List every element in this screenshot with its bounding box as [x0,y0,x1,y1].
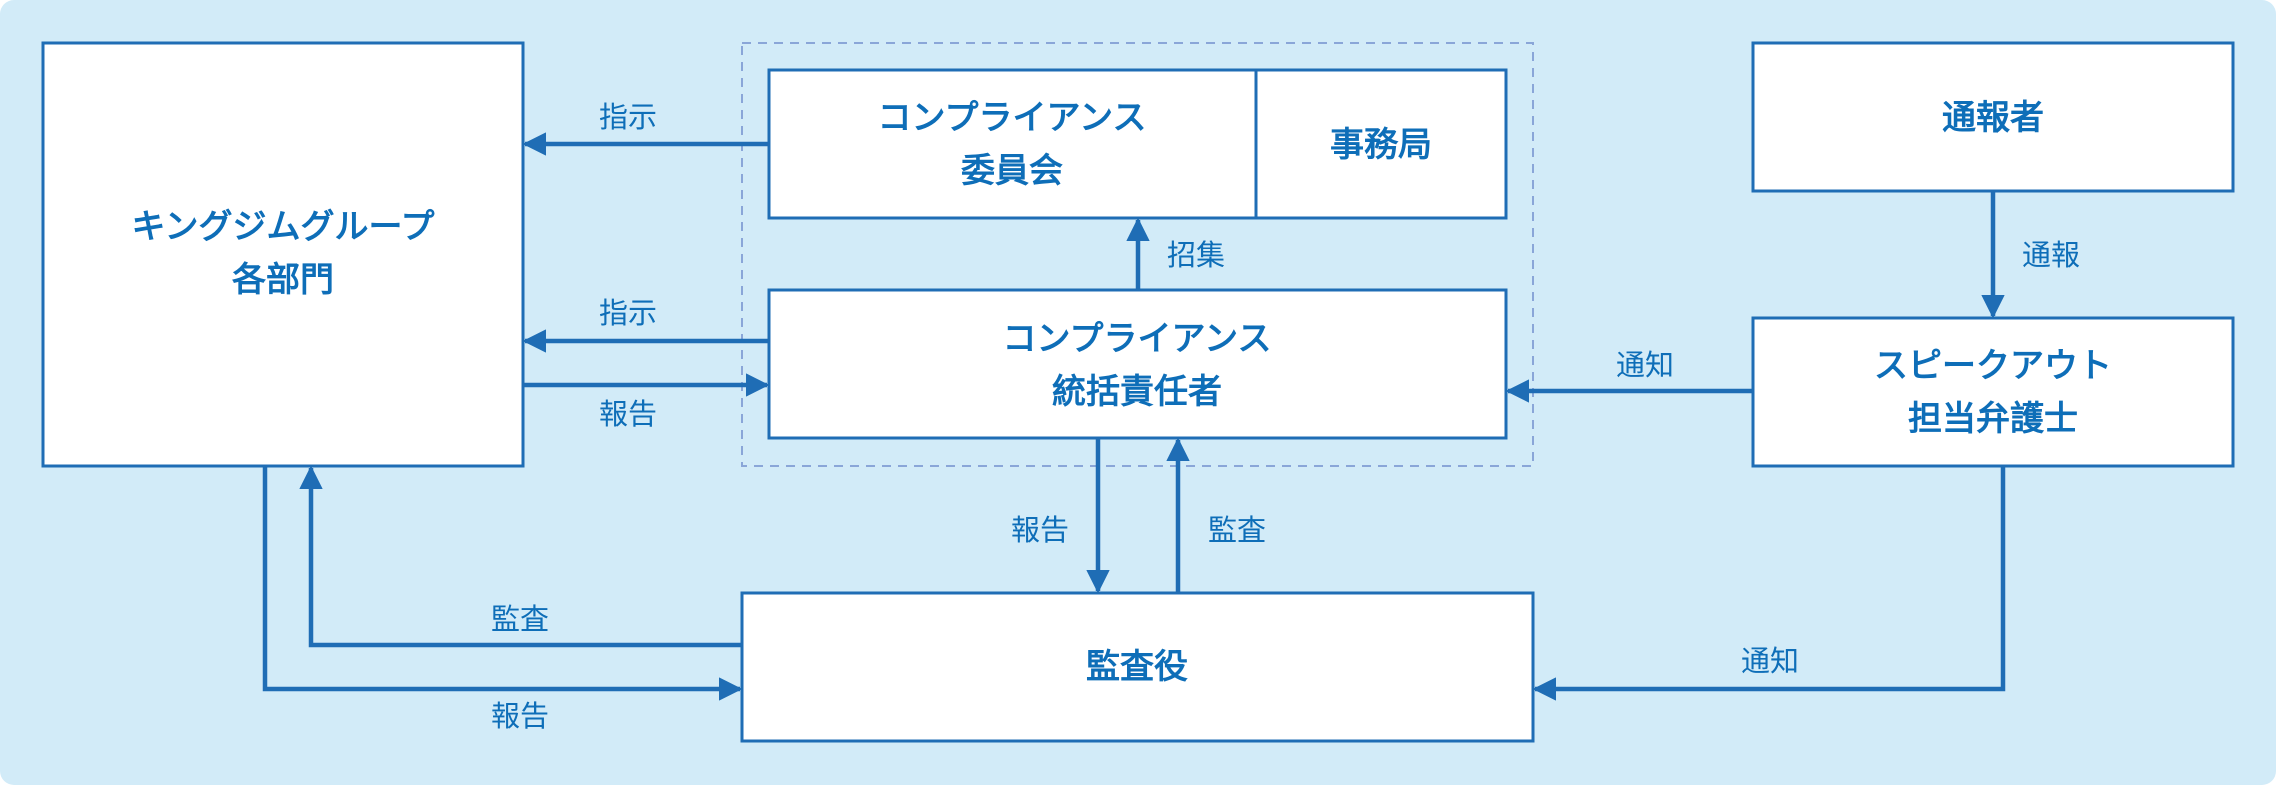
edge-label-committee-to-group: 指示 [599,100,657,134]
edge-label-group-to-auditor: 報告 [491,699,549,733]
secretariat-box: 事務局 [1254,68,1508,220]
arrow-group-to-auditor [262,466,743,701]
compliance-committee-label-line1: コンプライアンス [878,98,1147,138]
arrow-auditor-to-group [299,465,742,648]
edge-label-whistleblower-to-lawyer: 通報 [2022,238,2080,272]
kingjim-group-box-frame [41,41,525,468]
auditor-label: 監査役 [1086,647,1188,687]
edge-label-officer-to-group: 指示 [599,296,657,330]
edge-label-group-to-officer: 報告 [599,397,657,431]
secretariat-box-frame [1254,68,1508,220]
compliance-committee-box: コンプライアンス 委員会 [767,68,1258,220]
kingjim-group-label-line2: 各部門 [232,260,334,300]
arrows [262,132,2006,701]
auditor-box: 監査役 [740,591,1535,743]
compliance-officer-box: コンプライアンス 統括責任者 [767,288,1508,440]
edge-label-lawyer-to-auditor: 通知 [1741,644,1799,678]
compliance-group-dashed-frame [741,42,1534,467]
compliance-officer-label-line2: 統括責任者 [1052,372,1222,412]
compliance-committee-label-line2: 委員会 [961,151,1063,191]
compliance-officer-label-line1: コンプライアンス [1003,319,1272,359]
edge-label-lawyer-to-officer: 通知 [1616,348,1674,382]
secretariat-label: 事務局 [1330,125,1432,165]
whistleblower-box-frame [1751,41,2235,193]
speakout-lawyer-box: スピークアウト 担当弁護士 [1751,316,2235,468]
compliance-committee-box-frame [767,68,1258,220]
arrow-lawyer-to-auditor [1532,466,2006,701]
speakout-lawyer-box-frame [1751,316,2235,468]
whistleblower-box: 通報者 [1751,41,2235,193]
speakout-lawyer-label-line1: スピークアウト [1874,346,2112,386]
edge-label-auditor-to-officer: 監査 [1208,513,1266,547]
edge-label-officer-to-auditor: 報告 [1011,513,1069,547]
kingjim-group-box: キングジムグループ 各部門 [41,41,525,468]
auditor-box-frame [740,591,1535,743]
kingjim-group-label-line1: キングジムグループ [132,207,435,247]
edge-label-auditor-to-group: 監査 [491,602,549,636]
speakout-lawyer-label-line2: 担当弁護士 [1908,399,2078,439]
edge-label-officer-to-committee: 招集 [1167,238,1225,272]
compliance-officer-box-frame [767,288,1508,440]
whistleblower-label: 通報者 [1942,98,2044,138]
